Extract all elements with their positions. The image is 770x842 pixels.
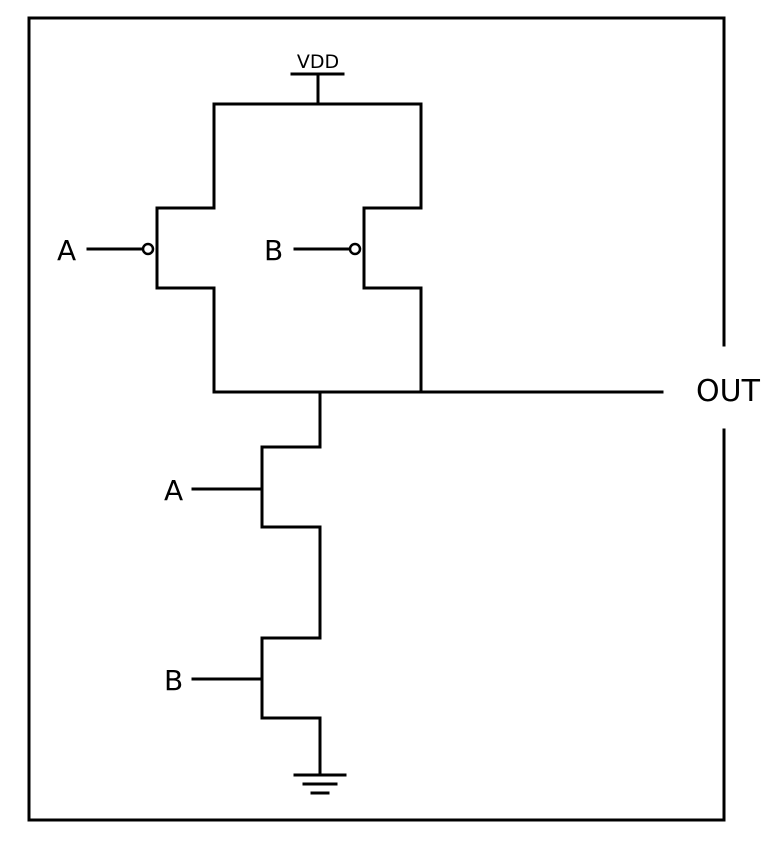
output-node [212,390,664,449]
nmos-transistor-a [191,445,322,640]
pmos-transistor-a [86,102,216,394]
diagram-frame [27,16,726,822]
vdd-label: VDD [297,51,339,73]
nmos-a-gate-label: A [164,474,183,507]
ground-icon [293,773,347,795]
pmos-a-gate-label: A [57,234,76,267]
output-label: OUT [696,374,761,409]
nmos-transistor-b [191,636,322,777]
inversion-bubble-icon [141,242,155,256]
vdd-supply-symbol [212,72,423,106]
inversion-bubble-icon [348,242,362,256]
nmos-b-gate-label: B [164,664,183,697]
pmos-transistor-b [293,102,423,394]
pmos-b-gate-label: B [264,234,283,267]
